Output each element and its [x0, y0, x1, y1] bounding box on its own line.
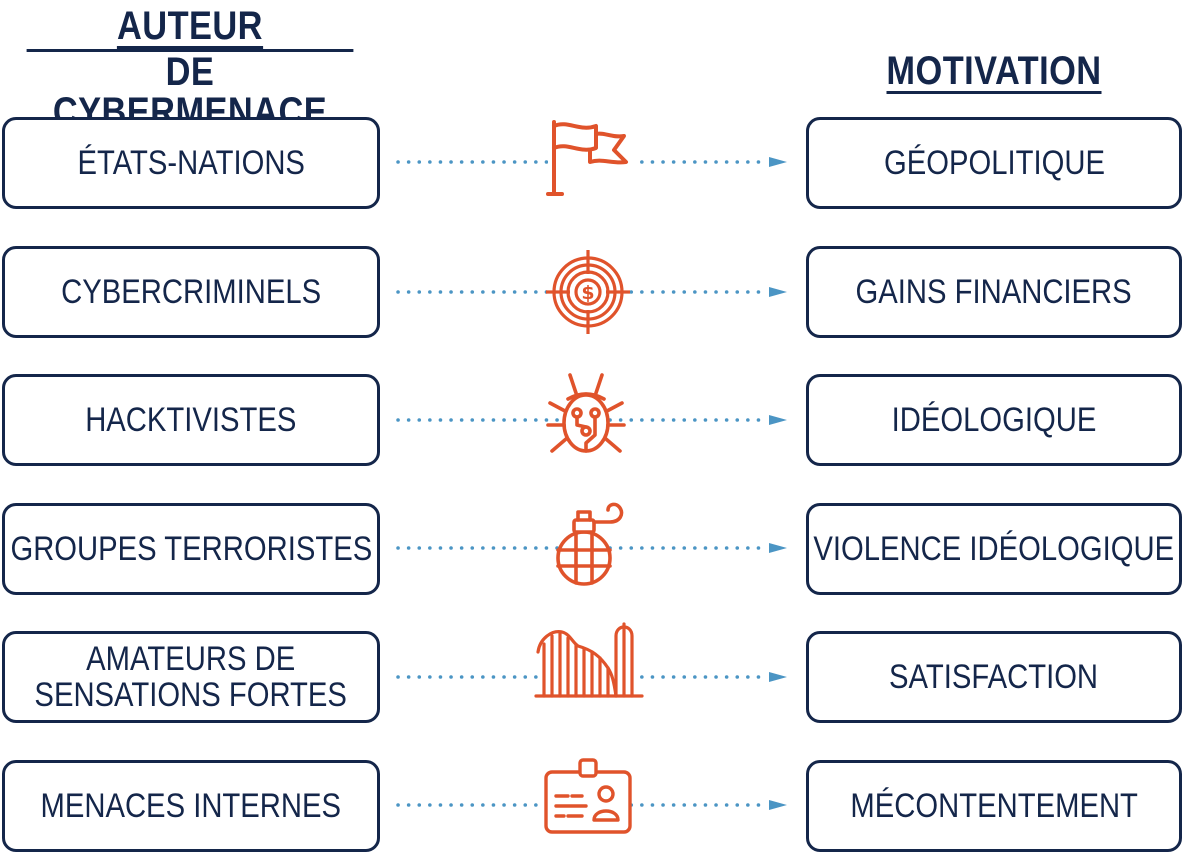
dotted-arrow-connector: [396, 287, 787, 297]
actor-box-terrorist-groups: GROUPES TERRORISTES: [2, 503, 380, 595]
dotted-arrow-connector: [396, 672, 787, 682]
actor-label: GROUPES TERRORISTES: [10, 530, 372, 568]
motivation-box-ideological: IDÉOLOGIQUE: [806, 374, 1182, 466]
motivation-label: MÉCONTENTEMENT: [850, 787, 1138, 825]
dotted-arrow-connector: [396, 415, 787, 425]
actor-label-line2: SENSATIONS FORTES: [34, 676, 348, 714]
grenade-icon: [556, 502, 624, 586]
actor-box-thrill-seekers: AMATEURS DE SENSATIONS FORTES: [2, 631, 380, 723]
motivation-label: IDÉOLOGIQUE: [891, 401, 1097, 439]
motivation-box-discontent: MÉCONTENTEMENT: [806, 760, 1182, 852]
bug-icon: [546, 373, 626, 453]
actor-box-cybercriminals: CYBERCRIMINELS: [2, 246, 380, 338]
dotted-arrow-connector: [396, 157, 787, 167]
money-target-icon: $: [546, 250, 630, 334]
motivation-label: VIOLENCE IDÉOLOGIQUE: [813, 530, 1175, 568]
motivation-label: SATISFACTION: [889, 658, 1099, 696]
motivation-box-ideological-violence: VIOLENCE IDÉOLOGIQUE: [806, 503, 1182, 595]
actor-label: HACKTIVISTES: [85, 401, 297, 439]
actor-box-nation-states: ÉTATS-NATIONS: [2, 117, 380, 209]
actor-label: AMATEURS DE SENSATIONS FORTES: [35, 641, 347, 713]
actor-label: ÉTATS-NATIONS: [77, 144, 305, 182]
motivation-box-financial-gain: GAINS FINANCIERS: [806, 246, 1182, 338]
svg-text:$: $: [581, 282, 594, 304]
actor-box-insider-threats: MENACES INTERNES: [2, 760, 380, 852]
motivation-column-heading: MOTIVATION: [832, 51, 1155, 94]
motivation-box-geopolitics: GÉOPOLITIQUE: [806, 117, 1182, 209]
actor-label: MENACES INTERNES: [40, 787, 342, 825]
motivation-label: GAINS FINANCIERS: [855, 273, 1133, 311]
motivation-heading: MOTIVATION: [886, 49, 1102, 94]
motivation-box-satisfaction: SATISFACTION: [806, 631, 1182, 723]
dotted-arrow-connector: [396, 800, 787, 810]
flag-icon: [546, 120, 634, 208]
id-badge-icon: [544, 758, 632, 834]
actor-label: CYBERCRIMINELS: [61, 273, 321, 311]
actor-heading-line1: AUTEUR: [117, 4, 263, 49]
actor-label-line1: AMATEURS DE: [86, 640, 296, 678]
roller-coaster-icon: [534, 622, 644, 698]
actor-box-hacktivists: HACKTIVISTES: [2, 374, 380, 466]
dotted-arrow-connector: [396, 543, 787, 553]
motivation-label: GÉOPOLITIQUE: [883, 144, 1105, 182]
